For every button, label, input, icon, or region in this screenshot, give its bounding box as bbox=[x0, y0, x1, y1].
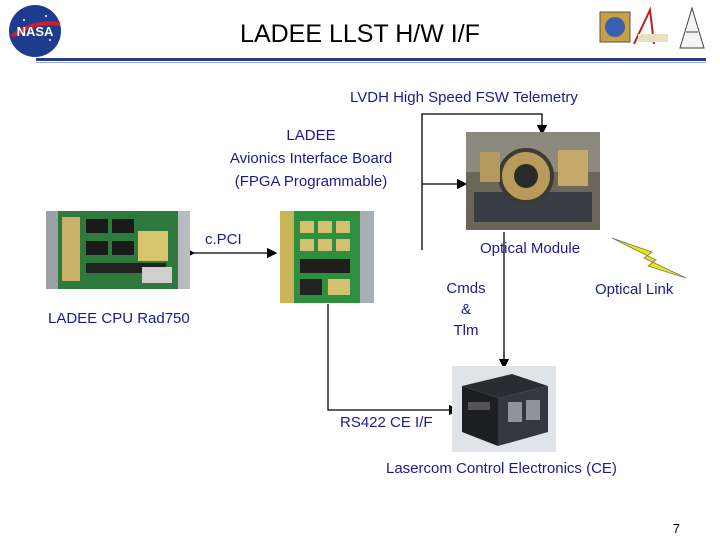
cmds-label: Cmds bbox=[446, 280, 486, 297]
title-rule bbox=[36, 58, 706, 61]
interface-board-label-line2: Avionics Interface Board bbox=[229, 150, 393, 167]
optical-module-label: Optical Module bbox=[480, 240, 581, 257]
tlm-label: Tlm bbox=[453, 322, 479, 339]
rs422-label: RS422 CE I/F bbox=[340, 414, 433, 431]
interface-board-label: LADEE Avionics Interface Board (FPGA Pro… bbox=[206, 124, 416, 193]
nasa-logo: NASA bbox=[6, 2, 64, 60]
lvdh-line bbox=[421, 113, 548, 250]
title-rule-thin bbox=[36, 62, 706, 63]
ampersand-label: & bbox=[460, 301, 471, 318]
rs422-line bbox=[327, 304, 460, 416]
lvdh-label: LVDH High Speed FSW Telemetry bbox=[350, 89, 578, 106]
cmds-tlm-label: Cmds & Tlm bbox=[434, 278, 498, 341]
cpu-label: LADEE CPU Rad750 bbox=[48, 310, 190, 327]
cpci-label: c.PCI bbox=[205, 231, 242, 248]
mission-logo bbox=[598, 4, 710, 54]
ce-image bbox=[452, 366, 556, 452]
optical-link-label: Optical Link bbox=[595, 281, 674, 298]
svg-text:NASA: NASA bbox=[17, 24, 54, 39]
slide-title: LADEE LLST H/W I/F bbox=[240, 20, 480, 48]
interface-board-label-line1: LADEE bbox=[286, 127, 336, 144]
optical-module-image bbox=[466, 132, 600, 230]
interface-board-label-line3: (FPGA Programmable) bbox=[234, 173, 388, 190]
lightning-icon bbox=[611, 237, 687, 279]
interface-board-image bbox=[280, 211, 374, 303]
ce-label: Lasercom Control Electronics (CE) bbox=[386, 460, 617, 477]
cpu-board-image bbox=[46, 211, 190, 289]
page-number: 7 bbox=[672, 521, 680, 536]
